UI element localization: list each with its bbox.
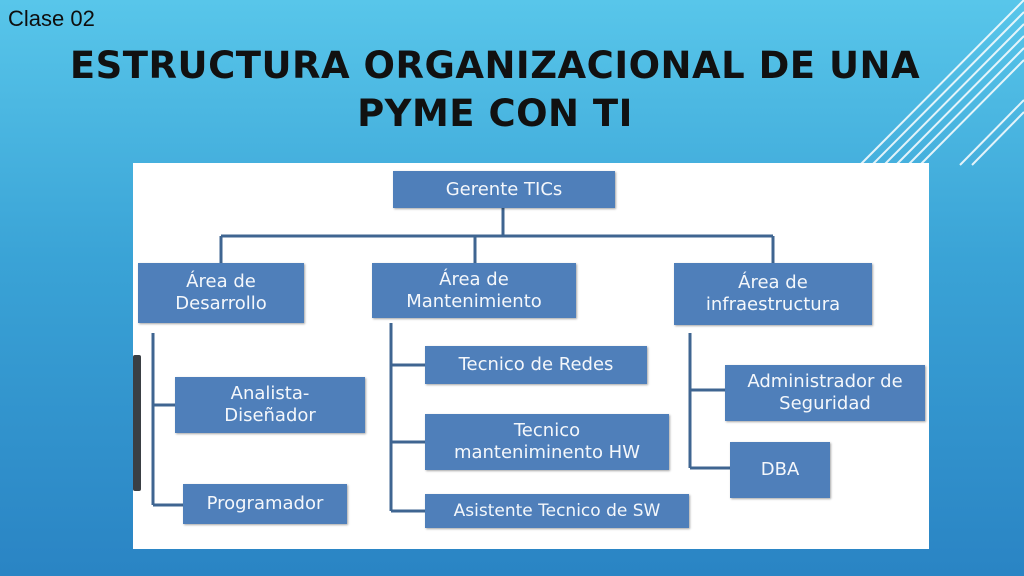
role-node-seguridad: Administrador de Seguridad	[725, 365, 925, 421]
org-chart-connectors	[151, 208, 775, 513]
root-node-gerente: Gerente TICs	[393, 171, 615, 208]
area-node-mantenimiento: Área de Mantenimiento	[372, 263, 576, 318]
role-node-analista: Analista- Diseñador	[175, 377, 365, 433]
slide-title-line-1: ESTRUCTURA ORGANIZACIONAL DE UNA	[69, 44, 921, 87]
org-chart-panel: Gerente TICs Área de Desarrollo Área de …	[133, 163, 929, 549]
slide-subtitle: Clase 02	[8, 6, 95, 31]
role-node-dba: DBA	[730, 442, 830, 498]
slide-title: ESTRUCTURA ORGANIZACIONAL DE UNA PYME CO…	[40, 42, 950, 138]
panel-scroll-handle	[133, 355, 141, 491]
role-node-redes: Tecnico de Redes	[425, 346, 647, 384]
slide-title-line-2: PYME CON TI	[357, 92, 633, 135]
role-node-programador: Programador	[183, 484, 347, 524]
area-node-infraestructura: Área de infraestructura	[674, 263, 872, 325]
role-node-sw: Asistente Tecnico de SW	[425, 494, 689, 528]
area-node-desarrollo: Área de Desarrollo	[138, 263, 304, 323]
role-node-hw: Tecnico manteniminento HW	[425, 414, 669, 470]
